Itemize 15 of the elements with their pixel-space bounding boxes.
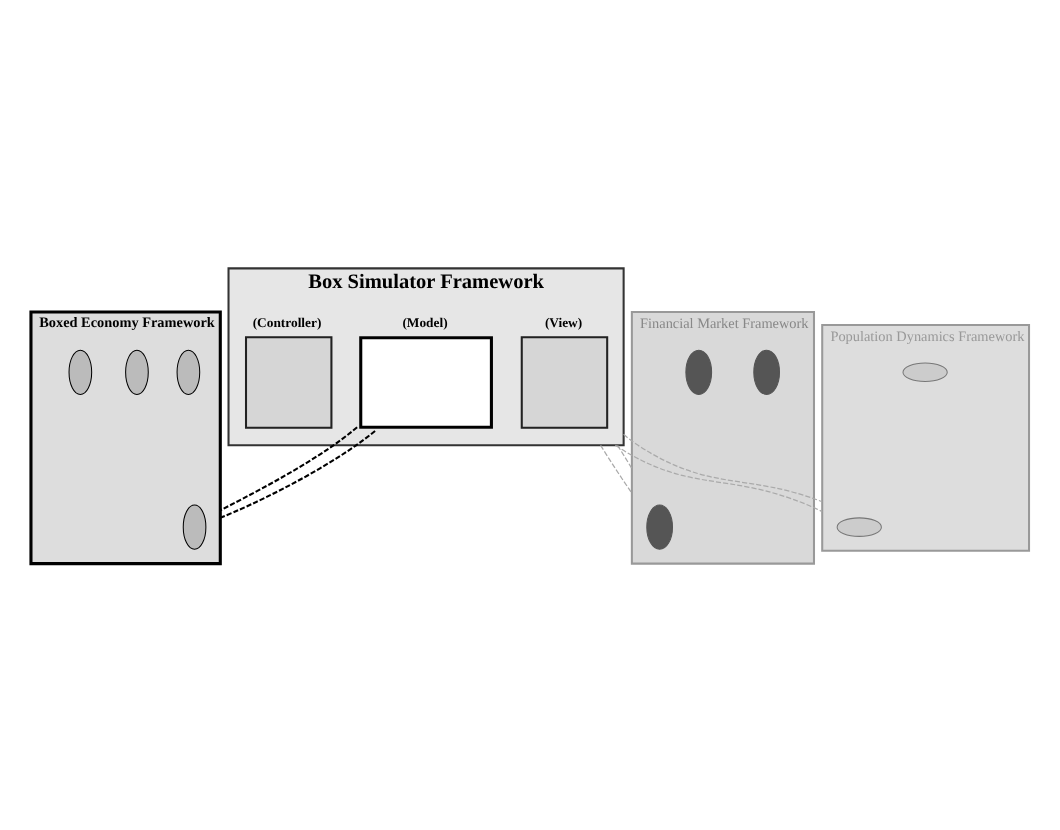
node-ellipse bbox=[176, 348, 201, 394]
node-ellipse bbox=[836, 516, 882, 536]
connector bbox=[616, 443, 633, 469]
node-ellipse bbox=[685, 348, 713, 394]
node-ellipse bbox=[753, 348, 781, 394]
node-ellipse bbox=[125, 348, 149, 394]
node-ellipse bbox=[182, 503, 207, 549]
connector bbox=[599, 443, 633, 493]
node-ellipse bbox=[646, 503, 674, 549]
connector bbox=[219, 425, 358, 511]
node-ellipse bbox=[902, 361, 948, 382]
connector bbox=[623, 432, 823, 502]
connector bbox=[614, 443, 823, 512]
node-ellipse bbox=[68, 348, 93, 394]
connector bbox=[219, 429, 376, 518]
